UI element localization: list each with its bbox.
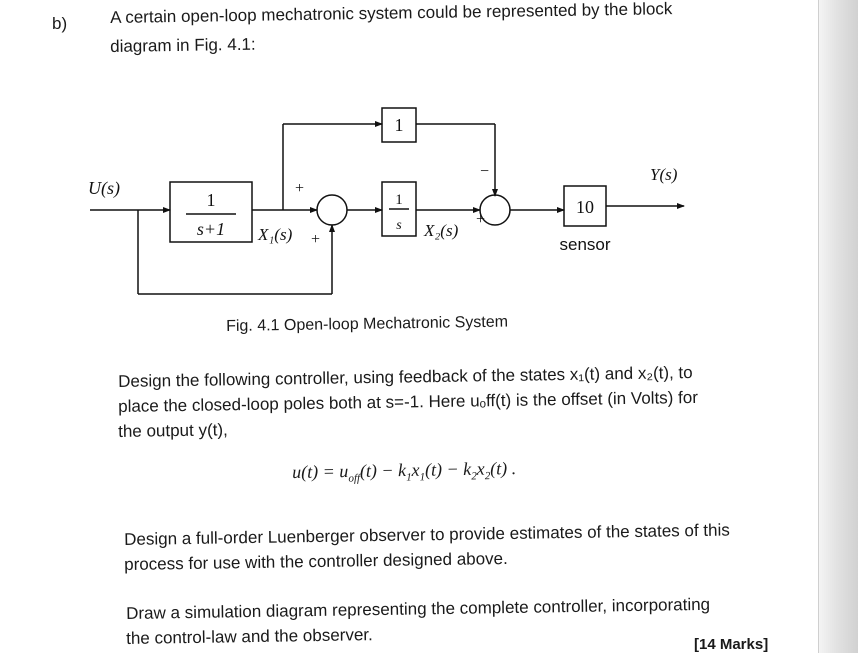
block-unity: [381, 107, 417, 143]
block1-numerator: 1: [207, 190, 216, 210]
intro-line-1: A certain open-loop mechatronic system c…: [110, 0, 673, 27]
integrator-numerator: 1: [395, 192, 403, 208]
paragraph1-line-3: the output y(t),: [118, 420, 228, 441]
block1-denominator: s+1: [197, 219, 225, 239]
figure-caption: Fig. 4.1 Open-loop Mechatronic System: [226, 313, 509, 335]
marks-label: [14 Marks]: [694, 636, 769, 653]
paragraph3-line-2: the control-law and the observer.: [126, 625, 373, 648]
output-label: Y(s): [650, 165, 678, 184]
intro-line-2: diagram in Fig. 4.1:: [110, 34, 256, 56]
control-law-equation: u(t) = uoff(t) − k1x1(t) − k2x2(t) .: [292, 458, 517, 485]
paragraph1-line-1: Design the following controller, using f…: [118, 362, 693, 391]
paragraph1-line-2: place the closed-loop poles both at s=-1…: [118, 387, 699, 416]
sum1-sign-bottom: +: [311, 231, 320, 248]
unity-block-label: 1: [395, 115, 404, 135]
input-label: U(s): [88, 178, 120, 199]
sum2-sign-left: +: [476, 211, 485, 228]
sum2-sign-top: −: [480, 163, 489, 180]
paragraph2-line-1: Design a full-order Luenberger observer …: [124, 520, 730, 549]
state2-label: X₂(s): [423, 221, 459, 240]
sensor-gain: 10: [576, 197, 594, 217]
paragraph3-line-1: Draw a simulation diagram representing t…: [126, 594, 711, 623]
sum1-sign-top: +: [295, 180, 304, 197]
state1-label: X₁(s): [257, 225, 293, 244]
block-diagram: U(s) Y(s) 1 s+1 X₁(s) 1 1 s X₂(s) 10 sen…: [88, 107, 685, 295]
page-edge: [818, 0, 858, 653]
sensor-label: sensor: [559, 235, 610, 254]
integrator-denominator: s: [396, 218, 402, 233]
question-label: b): [52, 14, 68, 33]
block-first-order: [169, 181, 253, 243]
block-integrator: [381, 181, 417, 237]
summing-junction-1: [316, 194, 348, 226]
paragraph2-line-2: process for use with the controller desi…: [124, 548, 508, 574]
